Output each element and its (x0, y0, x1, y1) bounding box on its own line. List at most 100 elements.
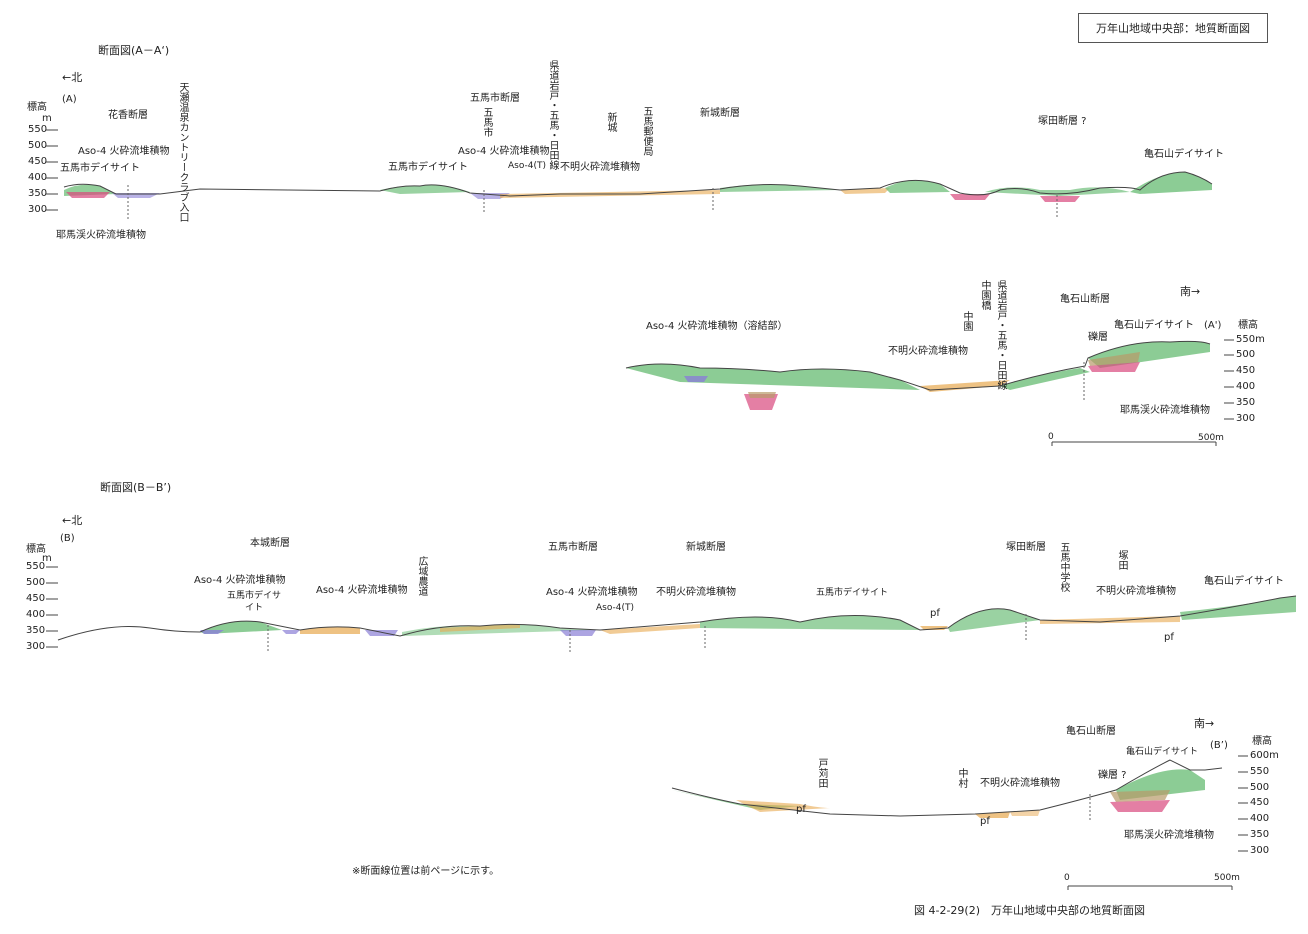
section-a-title: 断面図(A－A‘) (98, 44, 170, 57)
start-label: (B) (60, 533, 75, 544)
label-aso4-left: Aso-4 火砕流堆積物 (194, 575, 286, 586)
scale-end: 500m (1214, 873, 1240, 883)
south-arrow: 南→ (1194, 717, 1215, 730)
label-aso4-2: Aso-4 火砕流堆積物 (316, 585, 408, 596)
dacite-body (720, 184, 840, 192)
dacite-body (380, 184, 470, 194)
gravel-body (748, 392, 776, 398)
gravel-body (1088, 352, 1140, 366)
section-b-row1 (57, 595, 1297, 652)
axis-tick: 350 (28, 188, 48, 199)
label-gomashi-fault: 五馬市断層 (548, 542, 598, 553)
axis-tick-right: 450 (1236, 365, 1256, 376)
axis-title: 標高 (26, 544, 46, 555)
north-arrow: ←北 (62, 71, 83, 84)
pf-body (440, 624, 520, 632)
axis-tick: 300 (28, 204, 48, 215)
axis-tick: 450 (28, 156, 48, 167)
label-aso4-t: Aso-4(T) (596, 603, 635, 613)
dacite-body (1180, 596, 1296, 620)
figure-caption: 図 4-2-29(2) 万年山地域中央部の地質断面図 (914, 904, 1146, 917)
axis-tick-right: 300 (1236, 413, 1256, 424)
axis-tick-right: 400 (1236, 381, 1256, 392)
aso4-body (282, 630, 300, 634)
axis-tick-right: 600m (1250, 750, 1279, 761)
label-unknown-mid: 不明火砕流堆積物 (560, 162, 640, 173)
label-pf-1: pf (930, 608, 940, 619)
axis-tick-right: 350 (1236, 397, 1256, 408)
axis-tick: 350 (26, 625, 46, 636)
axis-unit: m (42, 553, 52, 564)
section-b-row2 (671, 759, 1233, 890)
scale-start: 0 (1064, 873, 1070, 883)
label-kameishi-dacite-top: 亀石山デイサイト (1144, 149, 1224, 160)
dacite-body (1130, 172, 1212, 194)
label-kameishi-dacite-end: 亀石山デイサイト (1126, 747, 1199, 757)
axis-tick-right: 550 (1250, 766, 1270, 777)
label-kameishi-dacite-end: 亀石山デイサイト (1114, 320, 1194, 331)
label-aso4-3: Aso-4 火砕流堆積物 (546, 587, 638, 598)
dacite-body (885, 180, 950, 193)
aso4-body (200, 630, 224, 634)
label-kameishi-dacite-top: 亀石山デイサイト (1204, 576, 1284, 587)
axis-tick-right: 400 (1250, 813, 1270, 824)
label-aso4-welded: Aso-4 火砕流堆積物（溶結部） (646, 321, 788, 332)
label-prefroad: 県道岩戸・五馬・日田線 (547, 60, 558, 170)
end-label: (A') (1204, 320, 1222, 331)
axis-title-right: 標高 (1238, 320, 1258, 331)
label-gomashi-fault: 五馬市断層 (470, 93, 520, 104)
label-nakamura: 中村 (956, 768, 967, 788)
label-tsukada: 塚田 (1116, 550, 1127, 570)
aso4-body (684, 376, 708, 382)
north-arrow: ←北 (62, 514, 83, 527)
yabakei-body (1110, 800, 1170, 812)
axis-tick-right: 350 (1250, 829, 1270, 840)
start-label: (A) (62, 94, 77, 105)
label-yabakei-left: 耶馬渓火砕流堆積物 (56, 230, 146, 241)
section-a-row2 (625, 340, 1217, 446)
label-gomashi-dacite: 五馬市デイサイト (226, 591, 281, 613)
gravel-body (1110, 790, 1170, 802)
axis-unit: m (42, 113, 52, 124)
label-hanaka-fault: 花香断層 (108, 110, 148, 121)
label-gomajhs: 五馬中学校 (1058, 542, 1069, 592)
label-shinjo: 新城 (605, 112, 616, 132)
dacite-body (948, 608, 1040, 632)
label-tokarita: 戸苅田 (816, 758, 827, 788)
scale-end: 500m (1198, 433, 1224, 443)
label-pf-4: pf (980, 816, 990, 827)
axis-tick: 500 (28, 140, 48, 151)
label-pf-3: pf (796, 804, 806, 815)
label-shinjo-fault: 新城断層 (686, 542, 726, 553)
dacite-body (402, 624, 600, 636)
dacite-body (1000, 368, 1090, 390)
label-hiroki-farm: 広域農道 (416, 556, 427, 596)
dacite-body (700, 615, 920, 630)
axis-tick: 400 (28, 172, 48, 183)
label-aso4-t: Aso-4(T) (508, 161, 547, 171)
axis-tick: 300 (26, 641, 46, 652)
end-label: (B’) (1210, 740, 1228, 751)
pf-body (1040, 616, 1180, 624)
axis-ticks (46, 129, 1248, 852)
label-shinjo-fault: 新城断層 (700, 108, 740, 119)
ground-surface (671, 759, 1223, 817)
label-yabakei-right: 耶馬渓火砕流堆積物 (1120, 405, 1210, 416)
label-pf-2: pf (1164, 632, 1174, 643)
axis-tick: 550 (26, 561, 46, 572)
axis-tick: 500 (26, 577, 46, 588)
label-gomashi-dacite-left: 五馬市デイサイト (60, 163, 140, 174)
pf-body (300, 626, 360, 634)
label-unknown-3: 不明火砕流堆積物 (980, 778, 1060, 789)
label-country-club: 天瀬温泉カントリークラブ入口 (177, 82, 188, 222)
section-b-title: 断面図(B－B’) (100, 481, 172, 494)
label-nakazono: 中園 (961, 311, 972, 331)
pf-body (600, 624, 700, 634)
axis-tick: 450 (26, 593, 46, 604)
label-unknown-1: 不明火砕流堆積物 (656, 587, 736, 598)
label-honjo-fault: 本城断層 (250, 538, 290, 549)
axis-tick: 400 (26, 609, 46, 620)
header-title-box: 万年山地域中央部：地質断面図 (1078, 13, 1268, 43)
label-gravel: 礫層 ? (1098, 770, 1127, 781)
axis-tick-right: 500 (1236, 349, 1256, 360)
